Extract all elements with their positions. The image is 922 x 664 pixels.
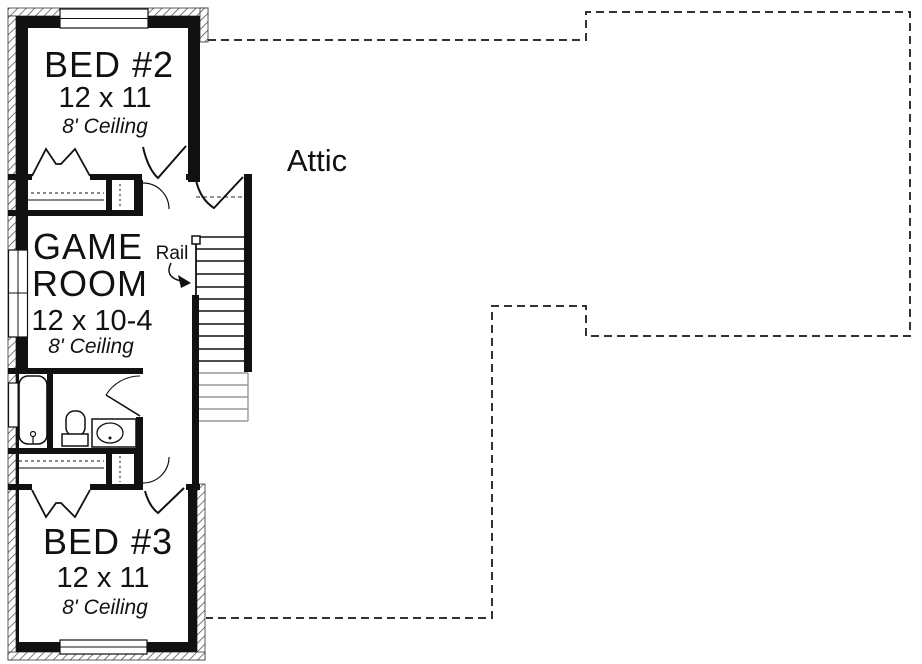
- wall-bathroom-top: [8, 368, 143, 374]
- bed3-name-label: BED #3: [43, 521, 173, 562]
- wall-bed3-right: [188, 484, 197, 652]
- rail-arrowhead: [178, 275, 191, 288]
- window-bed2-top: [59, 8, 149, 29]
- bed2-name-label: BED #2: [44, 44, 174, 85]
- wall: [8, 174, 32, 180]
- attic-outline-dashed: [206, 11, 911, 619]
- wall: [16, 427, 19, 644]
- rail-arrow: [168, 262, 191, 288]
- bed3-ceiling-label: 8' Ceiling: [62, 596, 148, 619]
- bed3-dims-label: 12 x 11: [57, 562, 150, 594]
- wall: [186, 174, 200, 180]
- bathtub-icon: [18, 375, 48, 445]
- sink-vanity-icon: [91, 418, 137, 448]
- bed3-entry-door: [144, 487, 185, 515]
- wall: [16, 374, 19, 383]
- gameroom-ceiling-label: 8' Ceiling: [48, 335, 134, 358]
- wall: [16, 642, 60, 652]
- attic-label: Attic: [287, 143, 347, 178]
- window-bed3-bottom: [59, 639, 148, 655]
- bed2-ceiling-label: 8' Ceiling: [62, 115, 148, 138]
- hatch-wall-right-bottom: [196, 483, 206, 661]
- wall-closet1-divider: [106, 180, 112, 210]
- wall: [90, 484, 142, 490]
- room-labels: BED #2 12 x 11 8' Ceiling GAME ROOM 12 x…: [32, 44, 348, 619]
- wall-bathroom-right: [136, 417, 143, 454]
- stair-landing-door: [195, 176, 244, 210]
- bed2-dims-label: 12 x 11: [59, 82, 152, 114]
- bed3-bifold-door: [31, 489, 91, 519]
- closet-shelving: [19, 184, 121, 482]
- window-gameroom-left: [7, 249, 29, 338]
- wall: [16, 337, 28, 374]
- linen1-door-swing: [142, 182, 170, 210]
- interior-walls: [8, 16, 252, 652]
- rail-label: Rail: [156, 243, 189, 264]
- wall-closet2-divider: [106, 454, 112, 490]
- hatch-wall-left: [7, 15, 17, 661]
- wall: [16, 16, 60, 28]
- linen2-door-swing: [142, 456, 170, 484]
- windows: [7, 8, 149, 655]
- hatch-wall-right-top: [199, 7, 209, 43]
- bed2-bifold-door: [31, 147, 91, 177]
- wall-tub-enclosure: [47, 374, 53, 448]
- stair-treads-upper: [196, 236, 244, 362]
- wall-closet1-east: [134, 180, 143, 216]
- wall: [147, 642, 188, 652]
- stair-treads-lower-light: [199, 372, 249, 422]
- gameroom-name-line1: GAME: [33, 226, 143, 267]
- wall-bathroom-bottom: [8, 448, 143, 454]
- newel-post: [191, 235, 201, 245]
- stairs: [191, 235, 249, 422]
- wall-bed2-right: [188, 16, 200, 182]
- wall-closet2-east: [134, 454, 143, 490]
- wall-stairwell-right: [244, 174, 252, 372]
- wall: [148, 16, 200, 28]
- wall: [16, 28, 28, 250]
- bed2-entry-door: [142, 145, 187, 180]
- wall: [90, 174, 142, 180]
- wall-stair-rail: [192, 295, 199, 490]
- gameroom-name-line2: ROOM: [32, 263, 148, 304]
- bathroom-fixtures: [18, 375, 137, 448]
- bathroom-door-leaf: [105, 394, 141, 417]
- wall: [8, 484, 32, 490]
- doors: [31, 145, 244, 519]
- gameroom-dims-label: 12 x 10-4: [32, 305, 153, 337]
- toilet-icon: [61, 410, 89, 447]
- wall-gameroom-top: [8, 210, 143, 216]
- bathroom-door-swing: [105, 375, 141, 396]
